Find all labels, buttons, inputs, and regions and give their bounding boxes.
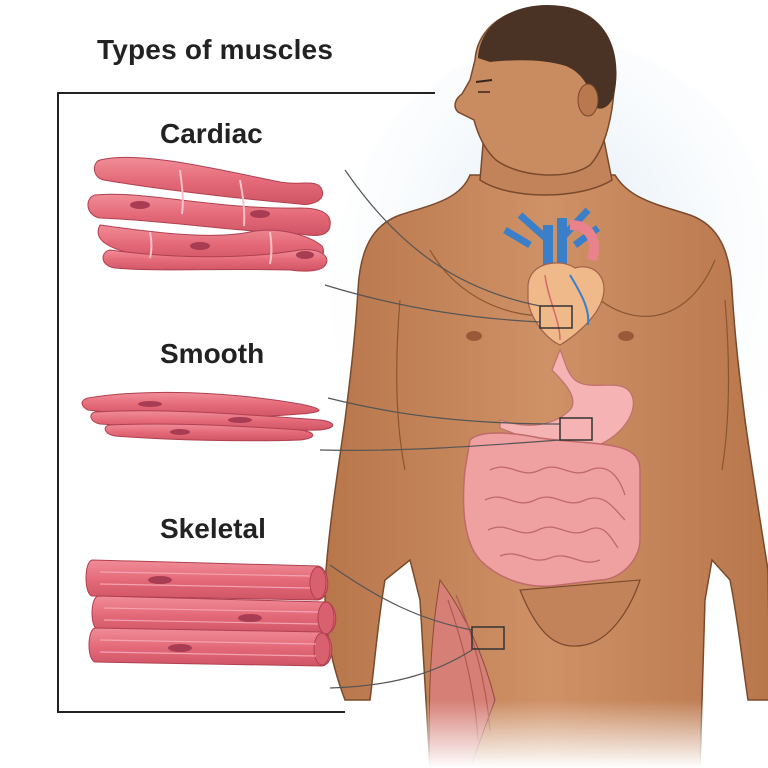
left-nipple: [466, 331, 482, 341]
diagram-title: Types of muscles: [97, 34, 334, 65]
leader-line-skeletal: [329, 564, 473, 631]
smooth-muscle-illustration: [81, 391, 334, 442]
groin: [519, 579, 641, 647]
callout-box-cardiac: [539, 305, 573, 329]
label-skeletal: Skeletal: [160, 513, 266, 544]
intestines: [462, 432, 641, 587]
intestine-loops: [484, 466, 626, 563]
leader-line-cardiac: [344, 169, 541, 307]
heart-vessel: [544, 274, 561, 341]
eyebrow: [475, 79, 493, 83]
label-smooth: Smooth: [160, 338, 265, 369]
heart-vessel: [569, 274, 590, 326]
skeletal-muscle-illustration: [85, 559, 337, 667]
cardiac-muscle-illustration: [87, 156, 331, 272]
intestines-icon: [462, 432, 641, 587]
leader-line-smooth: [327, 397, 561, 425]
label-cardiac: Cardiac: [160, 118, 263, 149]
label-frame: [57, 92, 435, 713]
right-nipple: [618, 331, 634, 341]
leader-line-smooth: [319, 439, 561, 451]
hair: [478, 4, 617, 109]
leader-line-cardiac: [324, 284, 541, 323]
leader-line-skeletal: [329, 649, 473, 689]
aorta-icon: [569, 220, 599, 262]
callout-lines: [319, 169, 561, 689]
callout-box-skeletal: [471, 626, 505, 650]
ear: [577, 83, 599, 117]
heart: [503, 207, 605, 346]
callout-box-smooth: [559, 417, 593, 441]
left-arm-contour: [396, 299, 406, 471]
right-arm-contour: [721, 299, 730, 471]
bottom-fade: [330, 700, 768, 768]
